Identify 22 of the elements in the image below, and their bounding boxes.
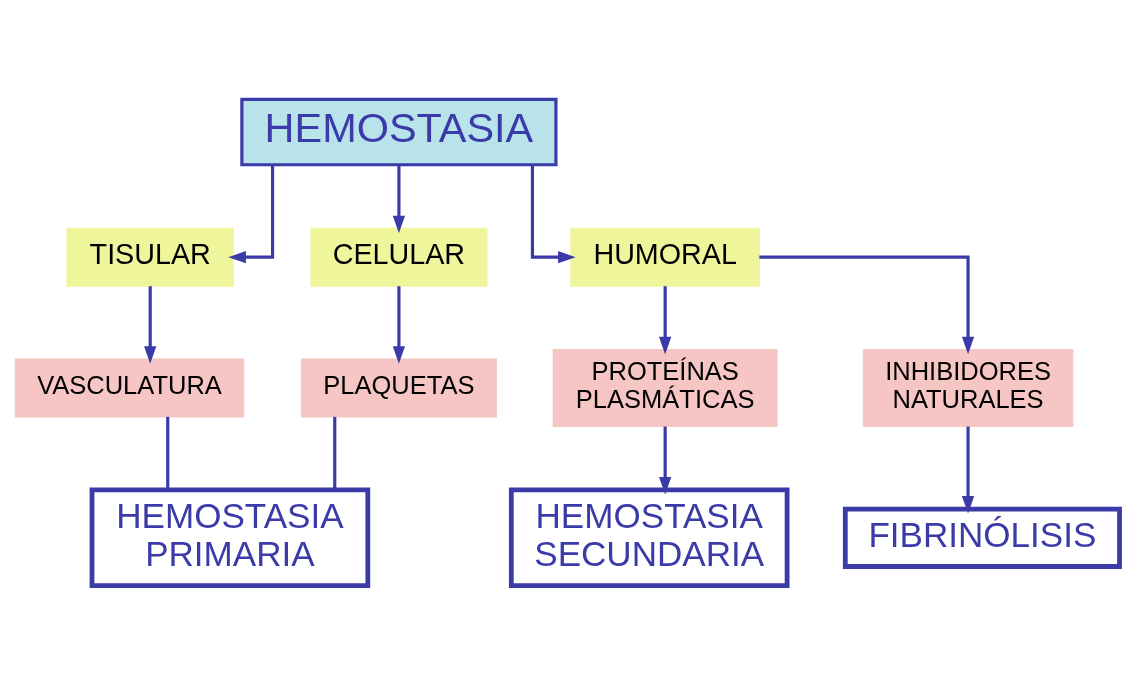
node-box: VASCULATURA	[14, 357, 245, 417]
node-box: CELULAR	[310, 227, 488, 287]
node-box: HUMORAL	[570, 227, 760, 287]
node-box: HEMOSTASIA PRIMARIA	[89, 487, 371, 588]
arrow	[392, 285, 406, 364]
arrow	[392, 164, 406, 233]
arrow	[659, 426, 672, 494]
arrow	[530, 164, 576, 263]
node-box: PLAQUETAS	[300, 357, 497, 417]
node-box: INHIBIDORES NATURALES	[862, 348, 1074, 427]
arrow	[659, 285, 672, 354]
arrow	[961, 426, 975, 514]
node-box: PROTEÍNAS PLASMÁTICAS	[552, 348, 778, 427]
node-box: HEMOSTASIA SECUNDARIA	[508, 487, 790, 588]
connector	[333, 416, 337, 489]
node-box: FIBRINÓLISIS	[842, 506, 1122, 569]
arrow	[144, 285, 157, 364]
arrow	[228, 164, 275, 263]
arrow	[759, 255, 975, 354]
node-box: TISULAR	[66, 227, 234, 287]
connector	[166, 416, 170, 489]
node-box: HEMOSTASIA	[240, 97, 558, 166]
